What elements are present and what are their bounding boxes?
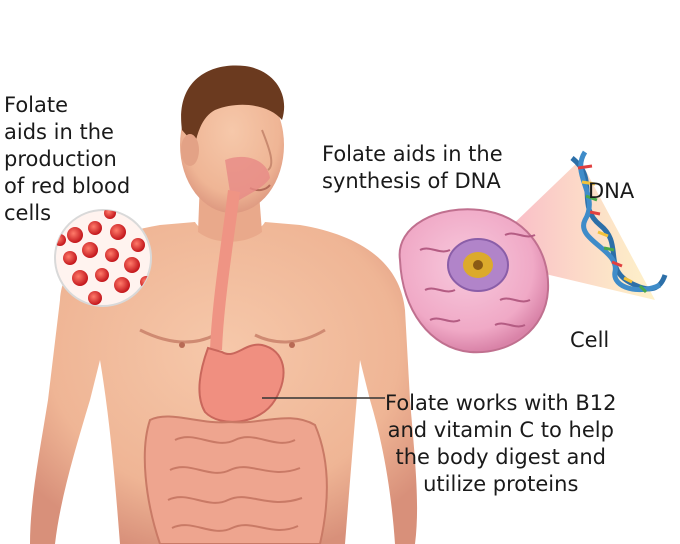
- stomach: [198, 343, 285, 423]
- red-blood-cells-caption: Folate aids in the production of red blo…: [4, 93, 131, 225]
- intestines: [143, 415, 328, 544]
- dna-synthesis-caption: Folate aids in the synthesis of DNA: [322, 142, 503, 193]
- digestion-caption: Folate works with B12 and vitamin C to h…: [385, 391, 617, 496]
- esophagus: [210, 190, 240, 350]
- cell-label: Cell: [570, 328, 610, 352]
- cell-illustration: [398, 208, 550, 354]
- dna-helix: [570, 150, 668, 294]
- dna-label: DNA: [588, 179, 635, 203]
- red-blood-cells-inset: [54, 209, 152, 307]
